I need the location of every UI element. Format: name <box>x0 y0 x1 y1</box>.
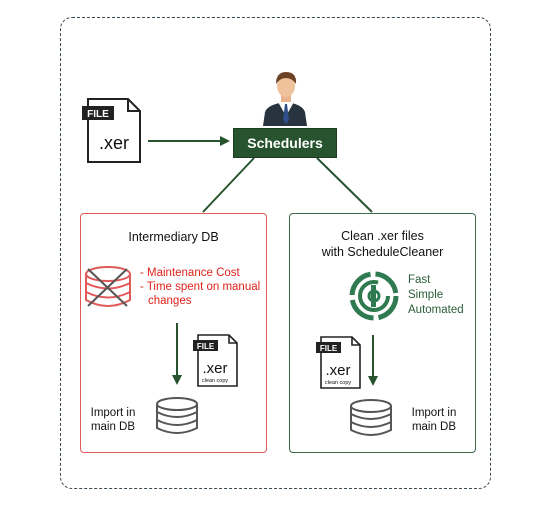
import-label-line: main DB <box>90 421 136 433</box>
issue-item: - Time spent on manual <box>140 281 261 293</box>
file-badge-text: FILE <box>320 344 338 353</box>
schedulecleaner-panel <box>289 213 476 453</box>
title-line: Clean .xer files <box>341 229 424 243</box>
arrow-head <box>220 136 230 146</box>
file-ext-text: .xer <box>202 360 227 377</box>
right-clean-xer-icon: FILE .xer clean copy <box>316 336 361 389</box>
file-ext-text: .xer <box>99 133 129 153</box>
person-icon <box>263 72 307 126</box>
left-clean-xer-icon: FILE .xer clean copy <box>193 334 238 387</box>
file-ext-text: .xer <box>325 362 350 379</box>
issue-item: changes <box>148 295 192 307</box>
import-label-line: main DB <box>411 421 457 433</box>
file-caption-text: clean copy <box>202 378 229 384</box>
issues-list: - Maintenance Cost - Time spent on manua… <box>140 266 260 308</box>
left-database-icon <box>156 397 198 434</box>
intermediary-db-panel <box>80 213 267 453</box>
file-badge-text: FILE <box>197 342 215 351</box>
xer-file-icon: FILE .xer <box>82 98 141 163</box>
title-line: with ScheduleCleaner <box>321 245 444 259</box>
import-label-line: Import in <box>90 407 136 419</box>
intermediary-db-title: Intermediary DB <box>128 230 219 244</box>
outer-dashed-frame <box>60 17 491 489</box>
feature-item: Fast <box>408 274 431 286</box>
right-database-icon <box>350 399 392 436</box>
file-caption-text: clean copy <box>325 380 352 386</box>
right-import-label: Import in main DB <box>403 406 465 434</box>
schedulers-to-right-line <box>316 157 373 213</box>
left-import-label: Import in main DB <box>82 406 144 434</box>
schedulers-label-box: Schedulers <box>233 128 337 158</box>
schedulecleaner-title: Clean .xer files with ScheduleCleaner <box>289 228 476 260</box>
crossed-database-icon <box>85 266 131 307</box>
schedulecleaner-logo-icon <box>349 271 399 321</box>
feature-item: Simple <box>408 289 444 301</box>
issue-item: - Maintenance Cost <box>140 267 240 279</box>
features-list: Fast Simple Automated <box>408 273 464 318</box>
file-badge-text: FILE <box>87 109 109 120</box>
import-label-line: Import in <box>411 407 457 419</box>
schedulers-to-left-line <box>202 157 255 213</box>
schedulers-label: Schedulers <box>247 135 323 151</box>
feature-item: Automated <box>408 304 464 316</box>
